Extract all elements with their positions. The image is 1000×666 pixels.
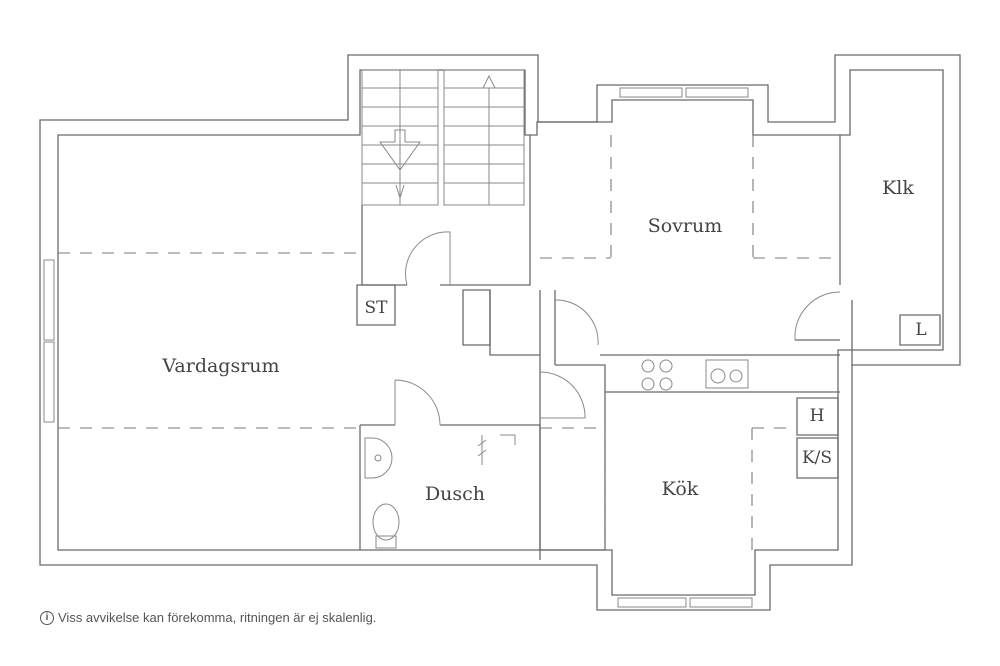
room-label-klk: Klk bbox=[882, 177, 914, 199]
inner-wall bbox=[57, 69, 944, 596]
room-label-sovrum: Sovrum bbox=[647, 215, 723, 237]
toilet-icon bbox=[372, 503, 400, 549]
disclaimer-text: Viss avvikelse kan förekomma, ritningen … bbox=[58, 610, 377, 625]
doors bbox=[394, 231, 841, 426]
room-label-vardagsrum: Vardagsrum bbox=[162, 355, 280, 377]
label-st: ST bbox=[364, 298, 388, 318]
info-circle-icon: i bbox=[40, 610, 54, 625]
outer-wall bbox=[39, 54, 961, 611]
label-h: H bbox=[809, 406, 825, 426]
disclaimer-note: i Viss avvikelse kan förekomma, ritninge… bbox=[40, 610, 376, 625]
stove-icon bbox=[641, 359, 673, 391]
label-l: L bbox=[915, 320, 927, 340]
room-label-dusch: Dusch bbox=[424, 483, 486, 505]
sink-icon bbox=[705, 359, 749, 389]
shower-icon bbox=[477, 434, 516, 465]
interior-walls bbox=[356, 135, 941, 560]
sloped-ceiling-lines bbox=[58, 135, 840, 550]
staircase bbox=[361, 69, 525, 206]
windows bbox=[43, 87, 753, 608]
washbasin-icon bbox=[364, 437, 393, 479]
label-ks: K/S bbox=[801, 448, 833, 468]
room-label-kok: Kök bbox=[661, 478, 699, 500]
